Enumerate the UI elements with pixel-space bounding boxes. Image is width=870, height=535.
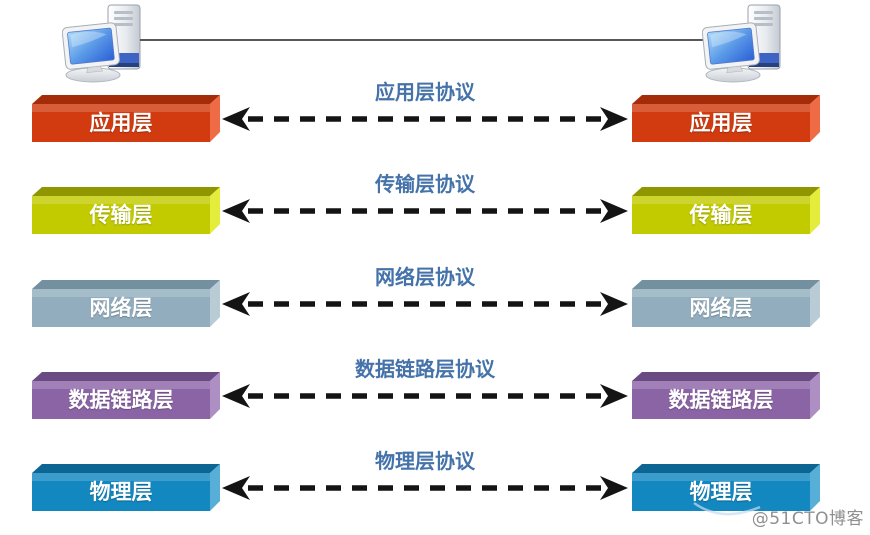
double-arrow xyxy=(222,107,628,131)
layer-label: 应用层 xyxy=(689,111,753,135)
watermark: @51CTO博客 xyxy=(751,509,864,529)
double-arrow xyxy=(222,476,628,500)
layer-bar-left: 应用层 xyxy=(30,95,220,142)
layer-row-datalink: 数据链路层 数据链路层协议 数据链路层 xyxy=(0,357,870,419)
layer-label: 物理层 xyxy=(689,480,753,504)
layer-bar-right: 应用层 xyxy=(630,95,820,142)
layer-label: 应用层 xyxy=(89,111,153,135)
layer-row-transport: 传输层 传输层协议 传输层 xyxy=(0,172,870,234)
layer-bar-right: 物理层 xyxy=(630,464,820,511)
layer-label: 数据链路层 xyxy=(668,388,774,412)
layer-label: 物理层 xyxy=(89,480,153,504)
layer-label: 传输层 xyxy=(689,203,753,227)
protocol-label: 数据链路层协议 xyxy=(355,357,495,381)
layer-bar-right: 数据链路层 xyxy=(630,372,820,419)
layer-bar-right: 传输层 xyxy=(630,187,820,234)
layer-row-application: 应用层 应用层协议 应用层 xyxy=(0,80,870,142)
layer-bar-left: 物理层 xyxy=(30,464,220,511)
layer-row-physical: 物理层 物理层协议 物理层 xyxy=(0,449,870,511)
protocol-label: 物理层协议 xyxy=(375,449,475,473)
layer-bar-left: 数据链路层 xyxy=(30,372,220,419)
layer-bar-right: 网络层 xyxy=(630,280,820,327)
desktop-computer-icon xyxy=(61,3,154,85)
double-arrow xyxy=(222,292,628,316)
protocol-label: 应用层协议 xyxy=(375,80,475,104)
layer-row-network: 网络层 网络层协议 网络层 xyxy=(0,265,870,327)
computer-link-line xyxy=(140,39,712,41)
layer-label: 网络层 xyxy=(89,296,153,320)
watermark-swoosh xyxy=(693,501,761,516)
layer-bar-left: 传输层 xyxy=(30,187,220,234)
layer-bar-left: 网络层 xyxy=(30,280,220,327)
layer-label: 数据链路层 xyxy=(68,388,174,412)
protocol-label: 网络层协议 xyxy=(375,265,475,289)
layer-label: 传输层 xyxy=(89,203,153,227)
layer-label: 网络层 xyxy=(689,296,753,320)
double-arrow xyxy=(222,199,628,223)
desktop-computer-icon xyxy=(701,3,794,85)
protocol-label: 传输层协议 xyxy=(375,172,475,196)
double-arrow xyxy=(222,384,628,408)
